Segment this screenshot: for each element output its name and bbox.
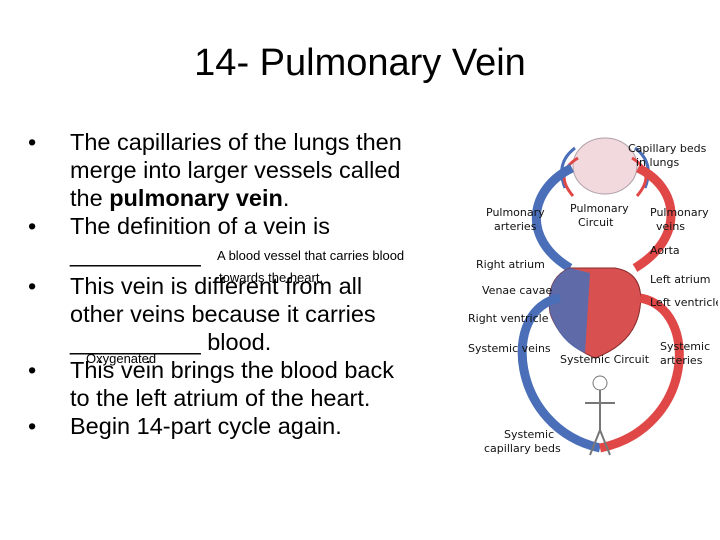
bullet-text: This vein brings the blood back: [70, 357, 394, 383]
slide-title: 14- Pulmonary Vein: [194, 42, 526, 84]
label-right-atrium: Right atrium: [476, 258, 545, 271]
bullet-text: Begin 14-part cycle again.: [70, 413, 342, 439]
label-systemic-arteries-1: Systemic: [660, 340, 710, 353]
label-systemic-circuit: Systemic Circuit: [560, 353, 650, 366]
label-capillary-beds-lungs-1: Capillary beds: [628, 142, 707, 155]
systemic-loop: [517, 293, 684, 453]
answer-oxygenated: Oxygenated: [86, 351, 157, 366]
bullet-text-fragment: blood.: [200, 329, 272, 355]
bullet-dot: •: [28, 129, 37, 155]
label-pulmonary-arteries-1: Pulmonary: [486, 206, 545, 219]
bullet-dot: •: [28, 357, 37, 383]
bullet-text: The definition of a vein is: [70, 213, 330, 239]
bullet-definition: • The definition of a vein is __________: [28, 212, 468, 268]
bullet-text-fragment: the: [70, 185, 110, 211]
label-systemic-arteries-2: arteries: [660, 354, 703, 367]
label-pulmonary-veins-2: veins: [656, 220, 685, 233]
bullet-text-fragment: .: [282, 185, 290, 211]
bullet-cycle: • Begin 14-part cycle again.: [28, 412, 468, 440]
body-figure: [585, 375, 615, 456]
fill-blank-line: __________: [70, 241, 201, 267]
label-aorta: Aorta: [650, 244, 680, 257]
label-pulmonary-arteries-2: arteries: [494, 220, 537, 233]
label-pulmonary-circuit-1: Pulmonary: [570, 202, 629, 215]
bullet-text: the pulmonary vein.: [70, 184, 468, 212]
label-systemic-capillary-2: capillary beds: [484, 442, 561, 455]
answer-definition-line2: towards the heart.: [219, 270, 324, 285]
label-pulmonary-circuit-2: Circuit: [578, 216, 614, 229]
label-venae-cavae: Venae cavae: [482, 284, 552, 297]
label-pulmonary-veins-1: Pulmonary: [650, 206, 709, 219]
answer-definition-line1: A blood vessel that carries blood: [217, 248, 405, 263]
bullet-dot: •: [28, 273, 37, 299]
bullet-dot: •: [28, 413, 37, 439]
pulmonary-loop: [531, 163, 676, 272]
label-systemic-veins: Systemic veins: [468, 342, 551, 355]
bullet-brings-back: • This vein brings the blood back to the…: [28, 356, 468, 412]
bullet-text: other veins because it carries: [70, 301, 376, 327]
bullet-list: • The capillaries of the lungs then merg…: [28, 128, 468, 440]
bullet-text: merge into larger vessels called: [70, 157, 401, 183]
term-pulmonary-vein: pulmonary vein: [109, 185, 283, 211]
fill-blank-line: __________: [70, 329, 201, 355]
label-capillary-beds-lungs-2: in lungs: [636, 156, 680, 169]
label-right-ventricle: Right ventricle: [468, 312, 549, 325]
bullet-text: to the left atrium of the heart.: [70, 385, 371, 411]
label-left-ventricle: Left ventricle: [650, 296, 718, 309]
bullet-capillaries: • The capillaries of the lungs then merg…: [28, 128, 468, 212]
circulation-diagram: Capillary beds in lungs Pulmonary arteri…: [468, 137, 718, 456]
label-left-atrium: Left atrium: [650, 273, 711, 286]
heart: [548, 267, 642, 359]
bullet-text: __________ blood.: [70, 328, 468, 356]
label-systemic-capillary-1: Systemic: [504, 428, 554, 441]
bullet-different: • This vein is different from all other …: [28, 272, 468, 356]
bullet-text: The capillaries of the lungs then: [70, 129, 402, 155]
bullet-text: This vein is different from all: [70, 273, 363, 299]
bullet-dot: •: [28, 213, 37, 239]
